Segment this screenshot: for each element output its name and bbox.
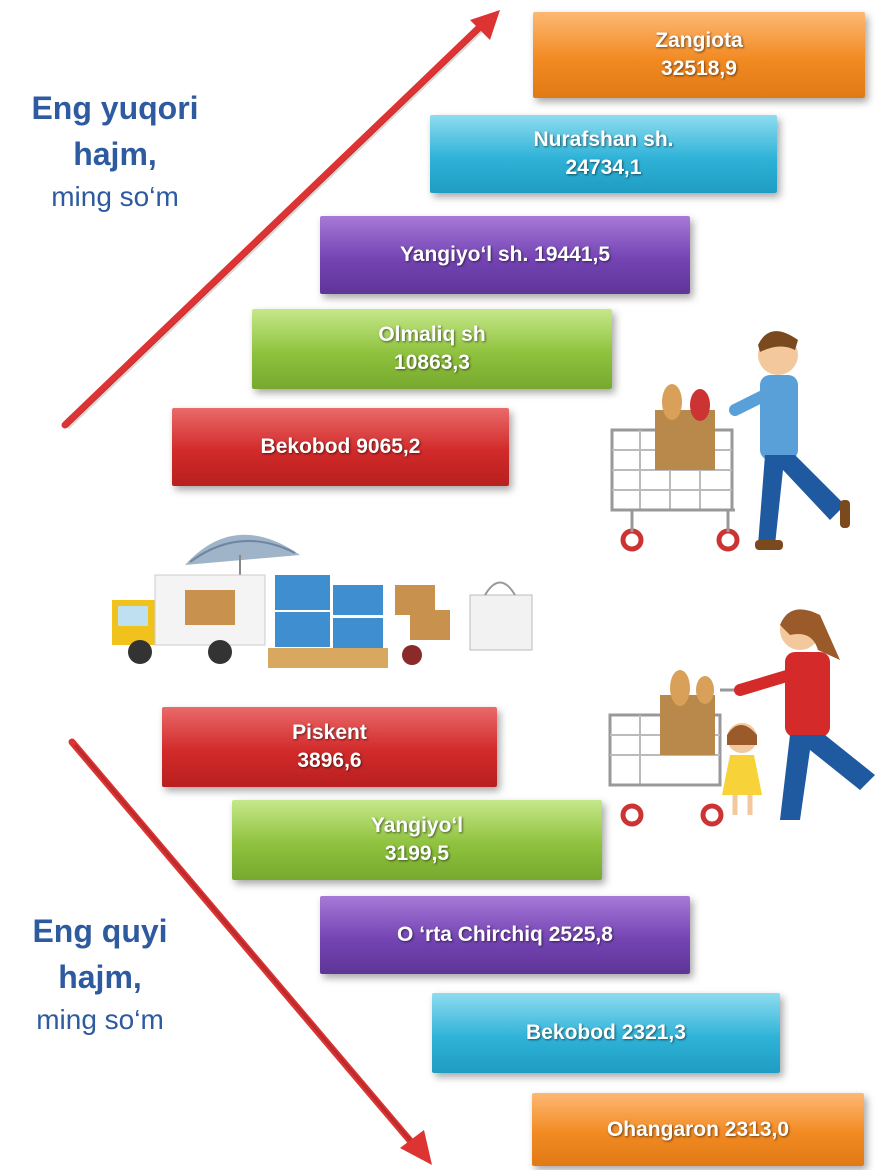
top-title-unit: ming so‘m [51,181,179,212]
bottom-bar-2-label: Yangiyo‘l [370,814,464,837]
top-bar-2-value: 24734,1 [565,156,642,179]
bottom-bar-1: Piskent 3896,6 [162,707,497,787]
top-bar-5-label: Bekobod 9065,2 [260,435,421,458]
man-with-cart-icon [610,331,850,552]
bottom-bar-4-label: Bekobod 2321,3 [526,1021,686,1044]
bottom-bar-2-value: 3199,5 [384,842,450,865]
top-bar-2-label: Nurafshan sh. [533,128,674,151]
arrow-up-right-icon [61,10,500,430]
bottom-title-line1: Eng quyi [32,913,168,949]
bottom-bar-5: Ohangaron 2313,0 [532,1093,864,1166]
bottom-bar-2: Yangiyo‘l 3199,5 [232,800,602,880]
bottom-title-line2: hajm, [58,959,142,995]
bottom-bar-4: Bekobod 2321,3 [432,993,780,1073]
top-bar-4-value: 10863,3 [394,351,470,374]
top-title-line1: Eng yuqori [31,90,199,126]
delivery-truck-icon [112,534,533,668]
top-bar-4: Olmaliq sh 10863,3 [252,309,612,389]
bottom-bar-3: O ‘rta Chirchiq 2525,8 [320,896,690,974]
bottom-section-title: Eng quyi hajm, ming so‘m [0,908,200,1040]
bottom-bar-1-label: Piskent [292,721,367,744]
top-section-title: Eng yuqori hajm, ming so‘m [10,85,220,217]
top-bar-1-label: Zangiota [655,29,743,52]
bottom-bar-5-label: Ohangaron 2313,0 [606,1117,790,1141]
bottom-bar-3-label: O ‘rta Chirchiq 2525,8 [397,923,613,946]
top-title-line2: hajm, [73,136,157,172]
top-bar-2: Nurafshan sh. 24734,1 [430,115,777,193]
arrow-down-right-icon [68,738,432,1165]
bottom-bar-1-value: 3896,6 [297,749,362,772]
top-bar-3: Yangiyo‘l sh. 19441,5 [320,216,690,294]
top-bar-4-label: Olmaliq sh [378,323,486,346]
top-bar-1: Zangiota 32518,9 [533,12,865,98]
bottom-title-unit: ming so‘m [36,1004,164,1035]
top-bar-3-label: Yangiyo‘l sh. 19441,5 [399,243,611,266]
top-bar-5: Bekobod 9065,2 [172,408,509,486]
top-bar-1-value: 32518,9 [661,57,737,80]
woman-with-child-cart-icon [608,609,875,827]
